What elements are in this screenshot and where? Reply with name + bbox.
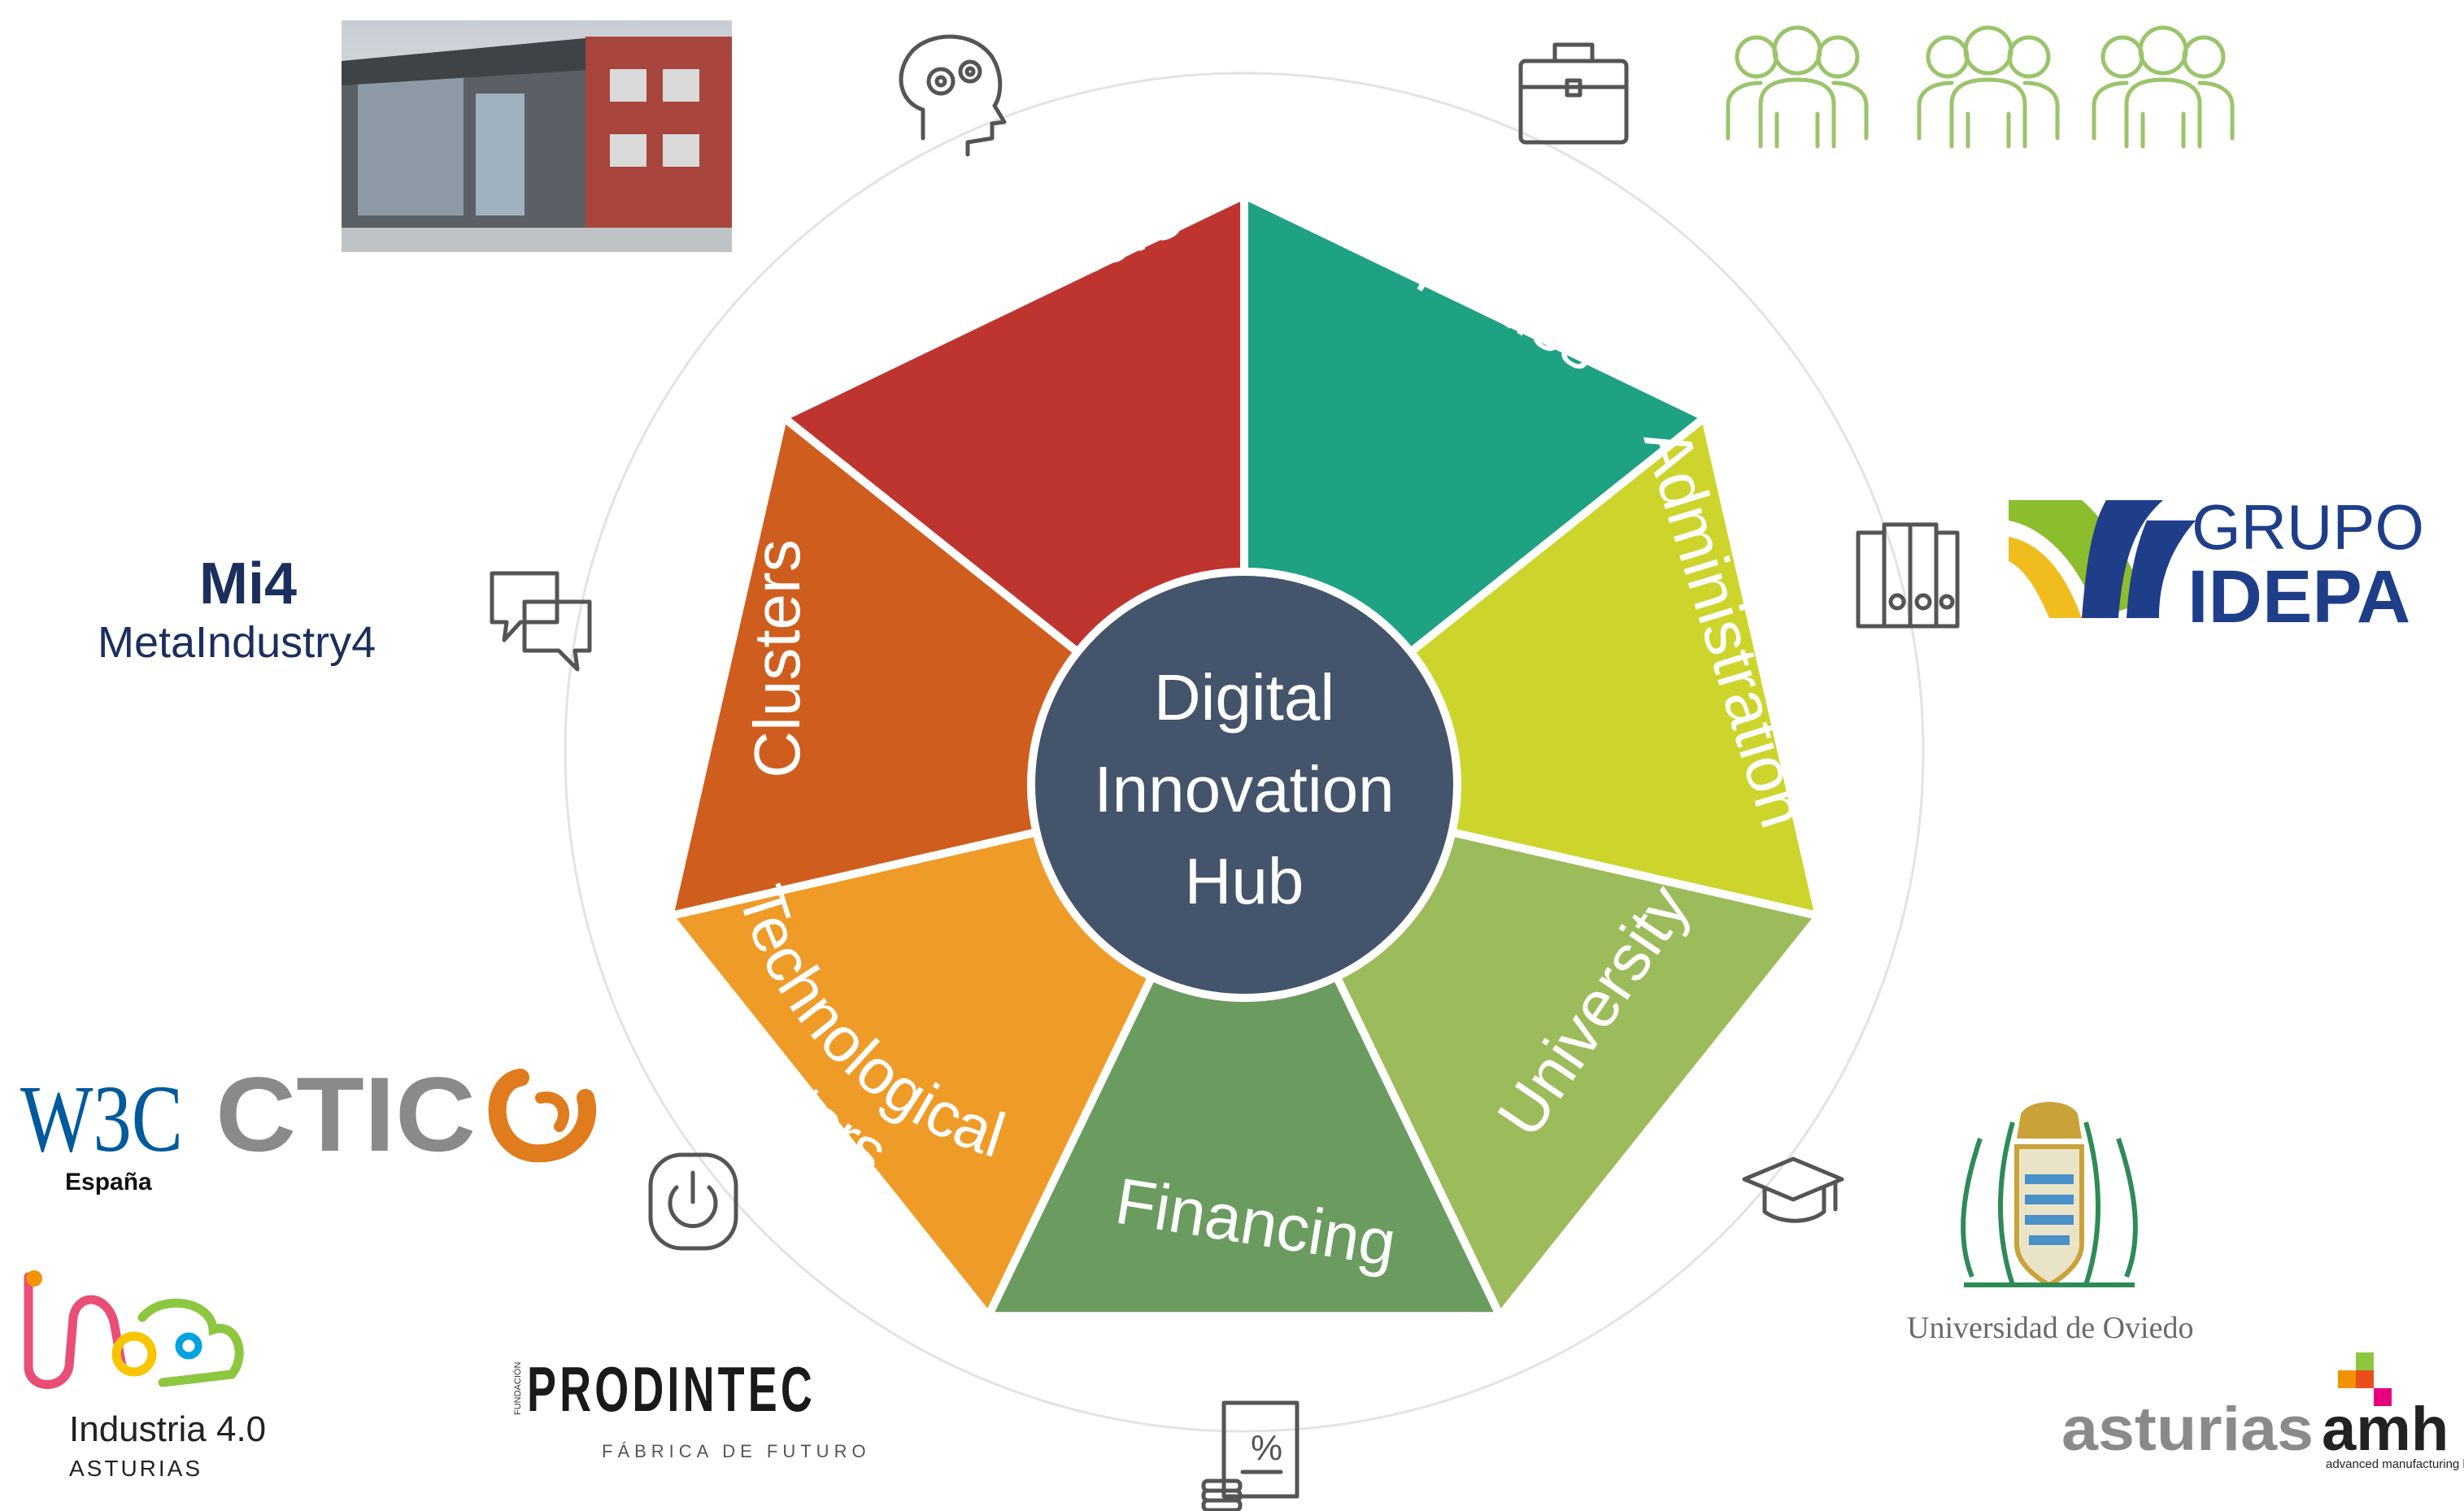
building-photo bbox=[342, 20, 732, 252]
metaindustry4-mark: Mi4 bbox=[199, 551, 297, 616]
segment-label-clusters: Clusters bbox=[741, 539, 813, 777]
industria-line-1: Industria 4.0 bbox=[69, 1409, 266, 1449]
industria-4-0-asturias-logo: Industria 4.0 ASTURIAS bbox=[24, 1270, 266, 1481]
grupo-idepa-logo: GRUPO IDEPA bbox=[2009, 491, 2424, 638]
outer-ring bbox=[564, 72, 1925, 1433]
percent-document-coins-icon: % bbox=[1201, 1400, 1299, 1511]
people-group-icon bbox=[1726, 25, 2235, 149]
ctic-swirl bbox=[488, 1069, 597, 1163]
power-icon bbox=[648, 1152, 738, 1251]
amh-mark: amh bbox=[2322, 1395, 2449, 1464]
universidad-de-oviedo-logo: Universidad de Oviedo bbox=[1907, 1102, 2193, 1345]
amh-word: asturias bbox=[2061, 1395, 2314, 1464]
prodintec-name: PRODINTEC bbox=[527, 1353, 816, 1425]
graduation-cap-icon bbox=[1742, 1156, 1844, 1223]
idepa-line-1: GRUPO bbox=[2192, 491, 2424, 563]
amh-superscript: 2 bbox=[2387, 1367, 2398, 1391]
industria-line-2: ASTURIAS bbox=[69, 1456, 202, 1481]
head-gears-icon bbox=[899, 34, 1007, 157]
prodintec-logo: FUNDACIÓN PRODINTEC FÁBRICA DE FUTURO bbox=[512, 1353, 871, 1461]
amh-tagline: advanced manufacturing hub bbox=[2326, 1457, 2464, 1471]
prodintec-prefix: FUNDACIÓN bbox=[512, 1362, 523, 1415]
idepa-line-2: IDEPA bbox=[2188, 555, 2410, 638]
metaindustry4-logo: Mi4 MetaIndustry4 bbox=[98, 551, 376, 667]
asturias-amh-logo: asturias 2 amh advanced manufacturing hu… bbox=[2061, 1352, 2464, 1471]
svg-text:%: % bbox=[1251, 1428, 1282, 1468]
chat-bubbles-icon bbox=[490, 571, 592, 672]
w3c-ctic-logo: W3C España CTIC bbox=[20, 1055, 597, 1195]
hub-title-line-3: Hub bbox=[1185, 845, 1304, 917]
oviedo-coat-of-arms bbox=[1961, 1102, 2138, 1288]
hub-title-line-1: Digital bbox=[1154, 661, 1334, 734]
hub-circle bbox=[1027, 568, 1461, 1002]
hub-title-line-2: Innovation bbox=[1094, 753, 1394, 825]
ctic-mark: CTIC bbox=[215, 1055, 476, 1174]
binders-icon bbox=[1856, 522, 1960, 629]
w3c-sub: España bbox=[65, 1169, 152, 1195]
metaindustry4-name: MetaIndustry4 bbox=[98, 618, 376, 667]
briefcase-icon bbox=[1518, 42, 1629, 145]
oviedo-name: Universidad de Oviedo bbox=[1907, 1311, 2193, 1345]
prodintec-tagline: FÁBRICA DE FUTURO bbox=[602, 1441, 871, 1461]
w3c-mark: W3C bbox=[20, 1065, 183, 1172]
